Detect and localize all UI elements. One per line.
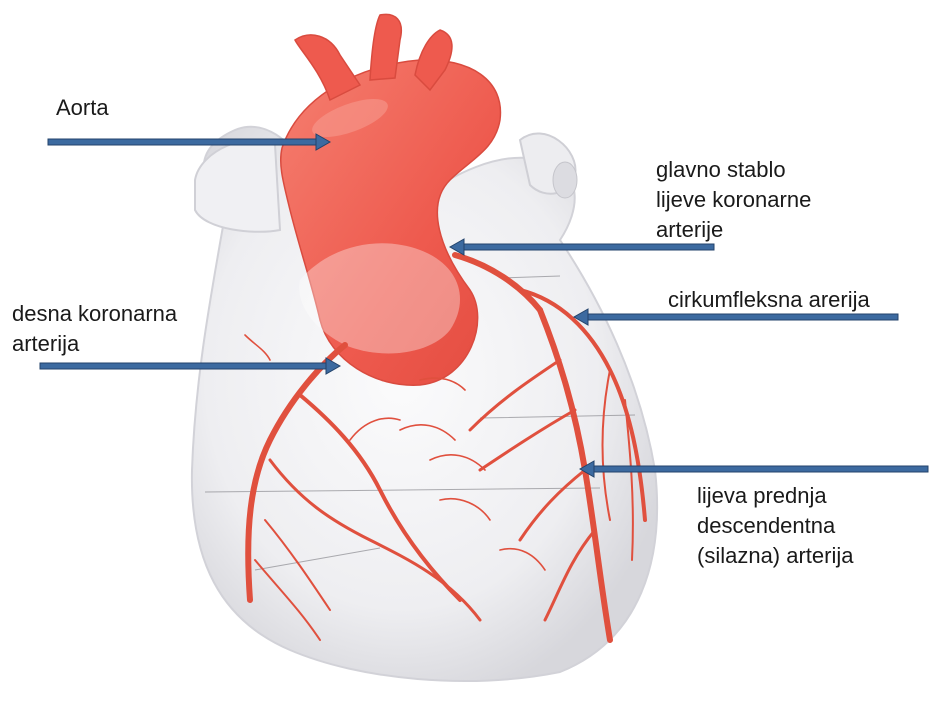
label-left-main-line1: glavno stablo <box>656 156 786 184</box>
arrow-lad <box>580 461 928 477</box>
label-circumflex: cirkumfleksna arerija <box>668 286 870 314</box>
label-lad-line3: (silazna) arterija <box>697 542 854 570</box>
arrow-right-coronary <box>40 358 340 374</box>
label-right-coronary-line2: arterija <box>12 330 79 358</box>
arrow-aorta <box>48 134 330 150</box>
label-lad-line1: lijeva prednja <box>697 482 827 510</box>
label-lad-line2: descendentna <box>697 512 835 540</box>
label-left-main-line2: lijeve koronarne <box>656 186 811 214</box>
label-right-coronary-line1: desna koronarna <box>12 300 177 328</box>
label-left-main-line3: arterije <box>656 216 723 244</box>
label-aorta: Aorta <box>56 94 109 122</box>
